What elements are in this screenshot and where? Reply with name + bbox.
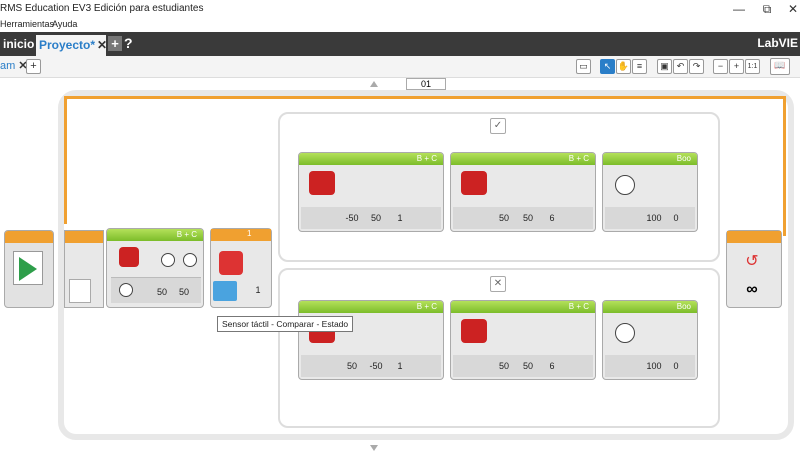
true-sound-block[interactable]: Boo 100 0: [602, 152, 698, 232]
programming-canvas[interactable]: 01 B + C 50 50 1 1 ✓ ✕ B + C: [0, 78, 800, 451]
loop-frame: [58, 90, 794, 440]
loop-end-block[interactable]: ↺ ∞: [726, 230, 782, 308]
minimize-button[interactable]: —: [733, 2, 745, 16]
content-editor-icon[interactable]: ▭: [576, 59, 591, 74]
tab-proyecto-label: Proyecto*: [39, 38, 96, 52]
speaker-icon: [615, 175, 635, 195]
switch-input-value[interactable]: 1: [247, 229, 252, 238]
loop-infinity[interactable]: ∞: [746, 281, 758, 298]
touch-sensor-icon: [219, 251, 243, 275]
menu-help[interactable]: Ayuda: [52, 19, 78, 29]
move-value-right[interactable]: 50: [178, 287, 189, 297]
tab-proyecto[interactable]: Proyecto*✕: [36, 35, 108, 56]
false-move-block-1[interactable]: B + C 50 -50 1: [298, 300, 444, 380]
maximize-button[interactable]: ⧉: [762, 2, 772, 16]
redo-icon[interactable]: ↷: [689, 59, 704, 74]
zoom-in-icon[interactable]: +: [729, 59, 744, 74]
program-toolbar: am ✕ + ▭ ↖ ✋ ≡ ▣ ↶ ↷ − + 1:1 📖: [0, 56, 800, 78]
pan-tool-icon[interactable]: ✋: [616, 59, 631, 74]
case-true-frame: [278, 112, 720, 262]
compare-state-icon[interactable]: [213, 281, 237, 301]
undo-icon[interactable]: ↶: [673, 59, 688, 74]
large-motor-icon: [461, 171, 487, 195]
false-move-block-2[interactable]: B + C 50 50 6: [450, 300, 596, 380]
play-icon[interactable]: [19, 257, 37, 281]
sensor-value[interactable]: 1: [255, 285, 261, 295]
labview-logo: LabVIE: [757, 36, 798, 50]
save-icon[interactable]: ▣: [657, 59, 672, 74]
program-tab[interactable]: am ✕: [0, 59, 28, 72]
loop-wire-top: [64, 96, 786, 99]
true-move-block-1[interactable]: B + C -50 50 1: [298, 152, 444, 232]
speed-icon: [161, 253, 175, 267]
loop-icon: ↺: [745, 253, 759, 270]
loop-wire-left: [64, 96, 67, 224]
menu-tools[interactable]: Herramientas: [0, 19, 55, 29]
select-tool-icon[interactable]: ↖: [600, 59, 615, 74]
add-program-button[interactable]: +: [26, 59, 41, 74]
zoom-out-icon[interactable]: −: [713, 59, 728, 74]
close-button[interactable]: ✕: [787, 2, 799, 16]
comment-tool-icon[interactable]: ≡: [632, 59, 647, 74]
loop-wire-right: [783, 96, 786, 236]
title-bar: RMS Education EV3 Edición para estudiant…: [0, 0, 800, 18]
program-tab-label: am: [0, 60, 16, 72]
move-value-left[interactable]: 50: [156, 287, 167, 297]
menu-bar: Herramientas Ayuda: [0, 18, 800, 32]
start-block[interactable]: [4, 230, 54, 308]
tab-close-icon[interactable]: ✕: [97, 38, 108, 52]
large-motor-icon: [461, 319, 487, 343]
scroll-up-icon[interactable]: [370, 81, 378, 87]
scroll-down-icon[interactable]: [370, 445, 378, 451]
add-project-button[interactable]: +: [108, 36, 122, 51]
mode-on-icon[interactable]: [119, 283, 133, 297]
speed-icon: [183, 253, 197, 267]
program-tab-close-icon[interactable]: ✕: [18, 60, 28, 72]
large-motor-icon: [119, 247, 139, 267]
window-title: RMS Education EV3 Edición para estudiant…: [0, 3, 204, 14]
project-tab-bar: inicio Proyecto*✕ + ? LabVIE: [0, 32, 800, 56]
true-move-block-2[interactable]: B + C 50 50 6: [450, 152, 596, 232]
help-button[interactable]: ?: [124, 35, 133, 51]
case-true-label[interactable]: ✓: [490, 118, 506, 134]
tab-inicio[interactable]: inicio: [3, 37, 35, 51]
speaker-icon: [615, 323, 635, 343]
case-false-frame: [278, 268, 720, 428]
large-motor-icon: [309, 171, 335, 195]
book-icon[interactable]: 📖: [770, 58, 790, 75]
case-false-label[interactable]: ✕: [490, 276, 506, 292]
move-block-ports: B + C: [176, 230, 197, 239]
loop-label[interactable]: 01: [406, 78, 446, 90]
false-sound-block[interactable]: Boo 100 0: [602, 300, 698, 380]
switch-block[interactable]: 1 1: [210, 228, 272, 308]
loop-start-cap: [64, 230, 104, 308]
tooltip: Sensor táctil - Comparar - Estado: [217, 316, 354, 332]
move-tank-block[interactable]: B + C 50 50: [106, 228, 204, 308]
zoom-fit-button[interactable]: 1:1: [745, 59, 760, 74]
